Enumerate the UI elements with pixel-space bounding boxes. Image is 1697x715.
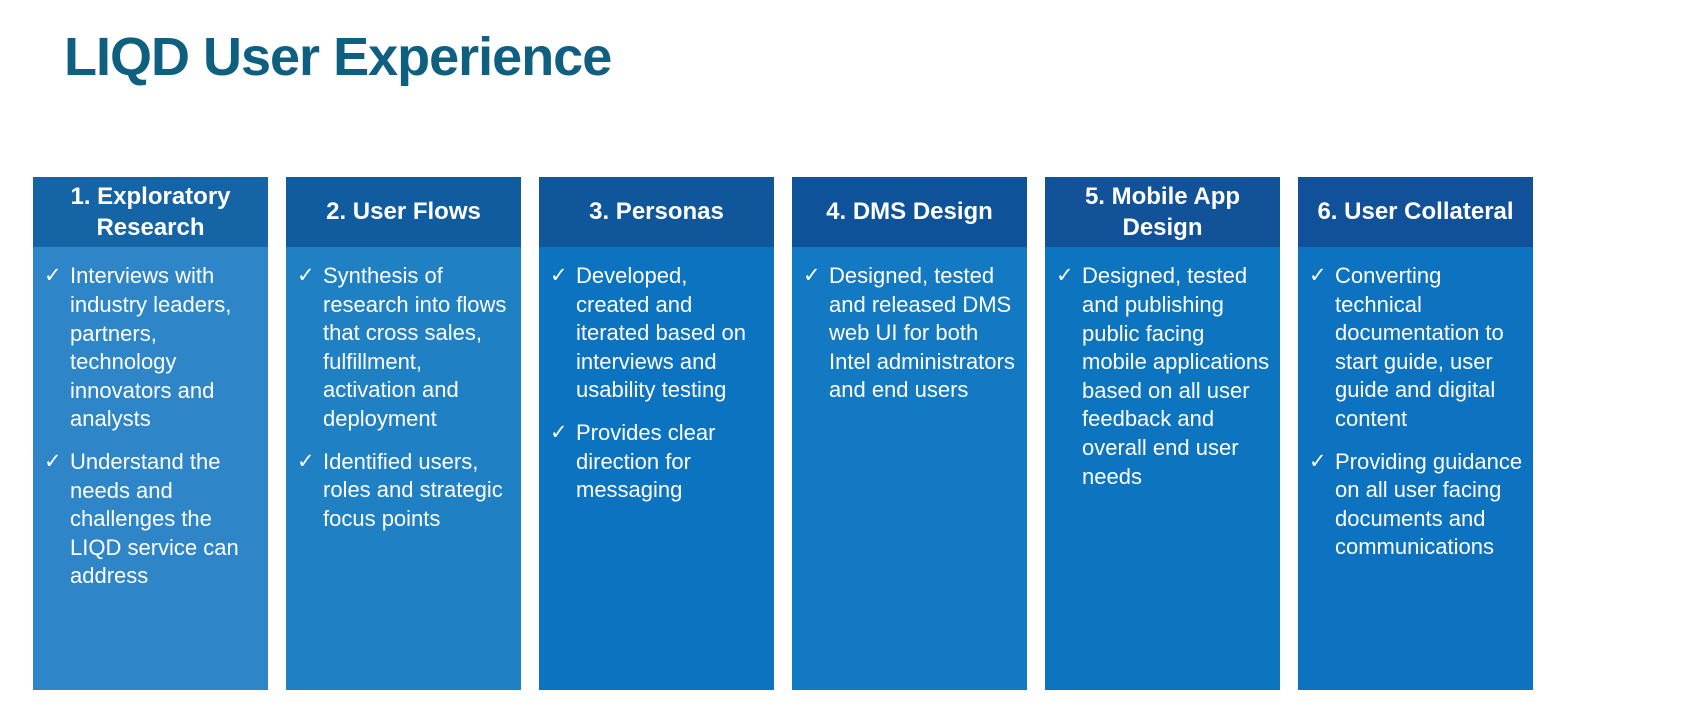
bullet-text: Designed, tested and publishing public f… bbox=[1082, 263, 1270, 489]
bullet-item: ✓ Identified users, roles and strategic … bbox=[297, 448, 513, 534]
stage-body: ✓ Developed, created and iterated based … bbox=[539, 247, 774, 690]
bullet-text: Designed, tested and released DMS web UI… bbox=[829, 263, 1015, 403]
checkmark-icon: ✓ bbox=[1056, 264, 1074, 288]
stage-body: ✓ Converting technical documentation to … bbox=[1298, 247, 1533, 690]
stage-header: 4. DMS Design bbox=[792, 177, 1027, 247]
bullet-item: ✓ Providing guidance on all user facing … bbox=[1309, 448, 1525, 562]
stage-body: ✓ Designed, tested and publishing public… bbox=[1045, 247, 1280, 690]
bullet-item: ✓ Designed, tested and released DMS web … bbox=[803, 262, 1019, 405]
bullet-item: ✓ Provides clear direction for messaging bbox=[550, 419, 766, 505]
checkmark-icon: ✓ bbox=[550, 420, 568, 444]
checkmark-icon: ✓ bbox=[1309, 264, 1327, 287]
stage-column-user-flows: 2. User Flows ✓ Synthesis of research in… bbox=[286, 177, 521, 690]
stage-header: 3. Personas bbox=[539, 177, 774, 247]
checkmark-icon: ✓ bbox=[297, 449, 315, 473]
checkmark-icon: ✓ bbox=[550, 264, 568, 287]
stage-column-personas: 3. Personas ✓ Developed, created and ite… bbox=[539, 177, 774, 690]
stage-column-dms-design: 4. DMS Design ✓ Designed, tested and rel… bbox=[792, 177, 1027, 690]
stage-header: 6. User Collateral bbox=[1298, 177, 1533, 247]
bullet-text: Providing guidance on all user facing do… bbox=[1335, 448, 1523, 560]
stage-header: 1. Exploratory Research bbox=[33, 177, 268, 248]
stage-body: ✓ Synthesis of research into flows that … bbox=[286, 247, 521, 690]
bullet-item: ✓ Interviews with industry leaders, part… bbox=[44, 262, 260, 434]
bullet-text: Synthesis of research into flows that cr… bbox=[323, 263, 507, 431]
stage-column-exploratory-research: 1. Exploratory Research ✓ Interviews wit… bbox=[33, 177, 268, 690]
stage-header: 5. Mobile App Design bbox=[1045, 177, 1280, 248]
stage-column-user-collateral: 6. User Collateral ✓ Converting technica… bbox=[1298, 177, 1533, 690]
page-title: LIQD User Experience bbox=[64, 27, 612, 87]
bullet-text: Understand the needs and challenges the … bbox=[70, 448, 239, 589]
bullet-text: Developed, created and iterated based on… bbox=[576, 263, 747, 403]
stage-columns: 1. Exploratory Research ✓ Interviews wit… bbox=[33, 177, 1533, 690]
checkmark-icon: ✓ bbox=[44, 264, 62, 288]
bullet-item: ✓ Synthesis of research into flows that … bbox=[297, 262, 513, 434]
checkmark-icon: ✓ bbox=[297, 264, 315, 287]
bullet-text: Provides clear direction for messaging bbox=[576, 419, 716, 503]
checkmark-icon: ✓ bbox=[44, 449, 62, 473]
bullet-text: Identified users, roles and strategic fo… bbox=[323, 448, 503, 531]
stage-column-mobile-app-design: 5. Mobile App Design ✓ Designed, tested … bbox=[1045, 177, 1280, 690]
bullet-item: ✓ Converting technical documentation to … bbox=[1309, 262, 1525, 434]
bullet-item: ✓ Developed, created and iterated based … bbox=[550, 262, 766, 405]
bullet-item: ✓ Designed, tested and publishing public… bbox=[1056, 262, 1272, 491]
checkmark-icon: ✓ bbox=[803, 264, 821, 287]
stage-body: ✓ Interviews with industry leaders, part… bbox=[33, 247, 268, 690]
stage-header: 2. User Flows bbox=[286, 177, 521, 247]
bullet-item: ✓ Understand the needs and challenges th… bbox=[44, 448, 260, 591]
stage-body: ✓ Designed, tested and released DMS web … bbox=[792, 247, 1027, 690]
bullet-text: Converting technical documentation to st… bbox=[1335, 263, 1504, 431]
bullet-text: Interviews with industry leaders, partne… bbox=[70, 263, 232, 432]
checkmark-icon: ✓ bbox=[1309, 449, 1327, 473]
